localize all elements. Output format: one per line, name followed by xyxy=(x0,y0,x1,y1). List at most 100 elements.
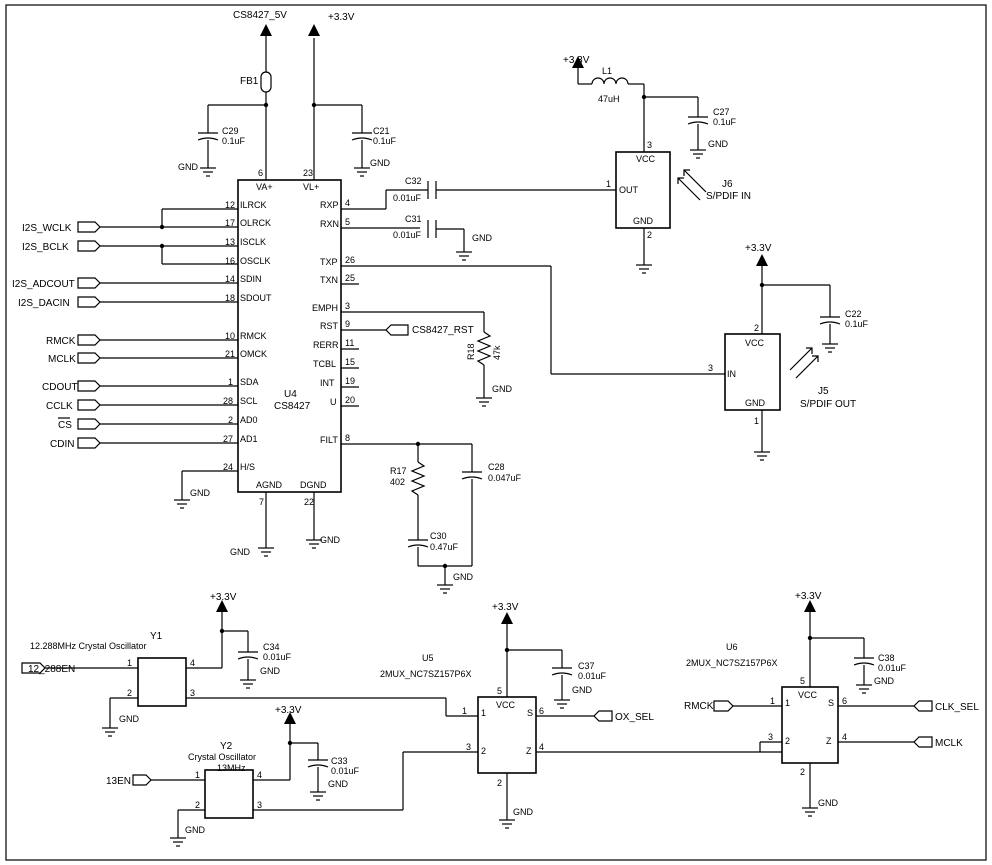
u4-right-stubs xyxy=(341,208,551,445)
svg-text:OSCLK: OSCLK xyxy=(240,256,271,266)
v33-arrow-u4 xyxy=(308,24,320,36)
svg-text:RXN: RXN xyxy=(320,219,339,229)
l1-coil xyxy=(591,77,629,85)
svg-text:GND: GND xyxy=(328,779,349,789)
svg-text:25: 25 xyxy=(345,273,355,283)
svg-text:AD1: AD1 xyxy=(240,434,258,444)
svg-text:+3.3V: +3.3V xyxy=(492,602,519,613)
gnd-agnd xyxy=(258,547,274,557)
svg-text:3: 3 xyxy=(257,800,262,810)
net-rmck-u6: RMCK xyxy=(684,701,714,712)
svg-text:0.1uF: 0.1uF xyxy=(713,117,737,127)
svg-text:S: S xyxy=(828,698,834,708)
svg-text:3: 3 xyxy=(768,732,773,742)
svg-text:GND: GND xyxy=(260,666,281,676)
cs8427-rst-label: CS8427_RST xyxy=(412,325,474,336)
net-clk-sel: CLK_SEL xyxy=(935,702,979,713)
svg-text:6: 6 xyxy=(842,696,847,706)
net-i2s-wclk: I2S_WCLK xyxy=(22,223,72,234)
svg-text:VCC: VCC xyxy=(496,700,516,710)
svg-text:14: 14 xyxy=(225,274,235,284)
svg-text:4: 4 xyxy=(345,198,350,208)
svg-text:C38: C38 xyxy=(878,653,895,663)
svg-text:2MUX_NC7SZ157P6X: 2MUX_NC7SZ157P6X xyxy=(686,658,778,668)
net-cdout: CDOUT xyxy=(42,382,78,393)
svg-text:SDA: SDA xyxy=(240,377,259,387)
svg-text:1: 1 xyxy=(754,416,759,426)
svg-text:GND: GND xyxy=(178,162,199,172)
svg-text:3: 3 xyxy=(466,742,471,752)
power-cs8427-5v: CS8427_5V FB1 xyxy=(233,10,287,105)
svg-text:U: U xyxy=(330,397,337,407)
svg-text:27: 27 xyxy=(223,434,233,444)
frame-border xyxy=(5,4,987,861)
svg-text:3: 3 xyxy=(345,301,350,311)
y1-oscillator: Y1 12.288MHz Crystal Oscillator 12_288EN… xyxy=(21,592,446,737)
j5-light-arrows xyxy=(789,347,819,379)
c33-cap xyxy=(290,742,329,801)
txp-wire xyxy=(550,266,725,375)
svg-text:C34: C34 xyxy=(263,642,280,652)
svg-text:SDIN: SDIN xyxy=(240,274,262,284)
svg-text:C29: C29 xyxy=(222,126,239,136)
cs8427-rst-flag xyxy=(385,324,409,336)
svg-text:47k: 47k xyxy=(492,345,502,360)
svg-text:13MHz: 13MHz xyxy=(217,763,246,773)
svg-text:Y1: Y1 xyxy=(150,631,163,642)
svg-text:GND: GND xyxy=(190,488,211,498)
svg-text:GND: GND xyxy=(818,798,839,808)
gnd-dgnd xyxy=(306,539,322,549)
svg-text:4: 4 xyxy=(539,742,544,752)
fb1-ferrite xyxy=(260,71,272,93)
net-rmck: RMCK xyxy=(46,336,76,347)
svg-text:INT: INT xyxy=(320,378,335,388)
svg-text:RST: RST xyxy=(320,321,339,331)
svg-text:19: 19 xyxy=(345,376,355,386)
u4-pin23-num: 23 xyxy=(303,168,313,178)
svg-text:L1: L1 xyxy=(602,66,612,76)
svg-text:1: 1 xyxy=(195,770,200,780)
net-i2s-bclk: I2S_BCLK xyxy=(22,242,69,253)
svg-text:0.01uF: 0.01uF xyxy=(331,766,360,776)
c22-cap xyxy=(762,284,841,353)
svg-text:RMCK: RMCK xyxy=(240,331,267,341)
r18-resistor xyxy=(476,312,492,407)
svg-text:OUT: OUT xyxy=(619,185,639,195)
u4-pin22-num: 22 xyxy=(304,497,314,507)
svg-text:OLRCK: OLRCK xyxy=(240,218,271,228)
filt-network xyxy=(407,444,483,594)
u6-mux: VCC S Z 1 2 U6 2MUX_NC7SZ157P6X +3.3V 5 … xyxy=(684,591,979,817)
svg-text:11: 11 xyxy=(345,338,354,348)
svg-text:+3.3V: +3.3V xyxy=(275,705,302,716)
j6-light-arrows xyxy=(677,169,707,201)
svg-text:0.01uF: 0.01uF xyxy=(263,652,292,662)
u4-dgnd: DGND xyxy=(300,480,327,490)
svg-text:+3.3V: +3.3V xyxy=(328,12,355,23)
svg-text:IN: IN xyxy=(727,369,736,379)
svg-text:1: 1 xyxy=(606,179,611,189)
net-i2s-adcout: I2S_ADCOUT xyxy=(12,279,75,290)
svg-text:8: 8 xyxy=(345,433,350,443)
svg-text:0.047uF: 0.047uF xyxy=(488,473,522,483)
svg-text:VCC: VCC xyxy=(745,338,765,348)
svg-text:1: 1 xyxy=(785,698,790,708)
u4-chip: U4 CS8427 6 23 VA+ VL+ 7 22 AGND DGND xyxy=(237,38,342,548)
svg-text:0.1uF: 0.1uF xyxy=(845,319,869,329)
svg-text:S/PDIF IN: S/PDIF IN xyxy=(706,191,751,202)
svg-text:GND: GND xyxy=(453,572,474,582)
cs8427-5v-label: CS8427_5V xyxy=(233,10,287,21)
net-cclk: CCLK xyxy=(46,401,73,412)
svg-text:4: 4 xyxy=(842,732,847,742)
svg-text:Crystal Oscillator: Crystal Oscillator xyxy=(188,752,256,762)
c21-cap xyxy=(314,104,373,177)
svg-text:1: 1 xyxy=(481,708,486,718)
svg-text:28: 28 xyxy=(223,396,233,406)
net-mclk: MCLK xyxy=(48,354,76,365)
svg-text:SCL: SCL xyxy=(240,396,258,406)
svg-text:0.01uF: 0.01uF xyxy=(878,663,907,673)
svg-text:EMPH: EMPH xyxy=(312,303,338,313)
svg-text:Z: Z xyxy=(826,736,832,746)
svg-text:+3.3V: +3.3V xyxy=(745,243,772,254)
u5-mux: VCC S Z 1 2 U5 2MUX_NC7SZ157P6X +3.3V 5 … xyxy=(380,602,782,829)
